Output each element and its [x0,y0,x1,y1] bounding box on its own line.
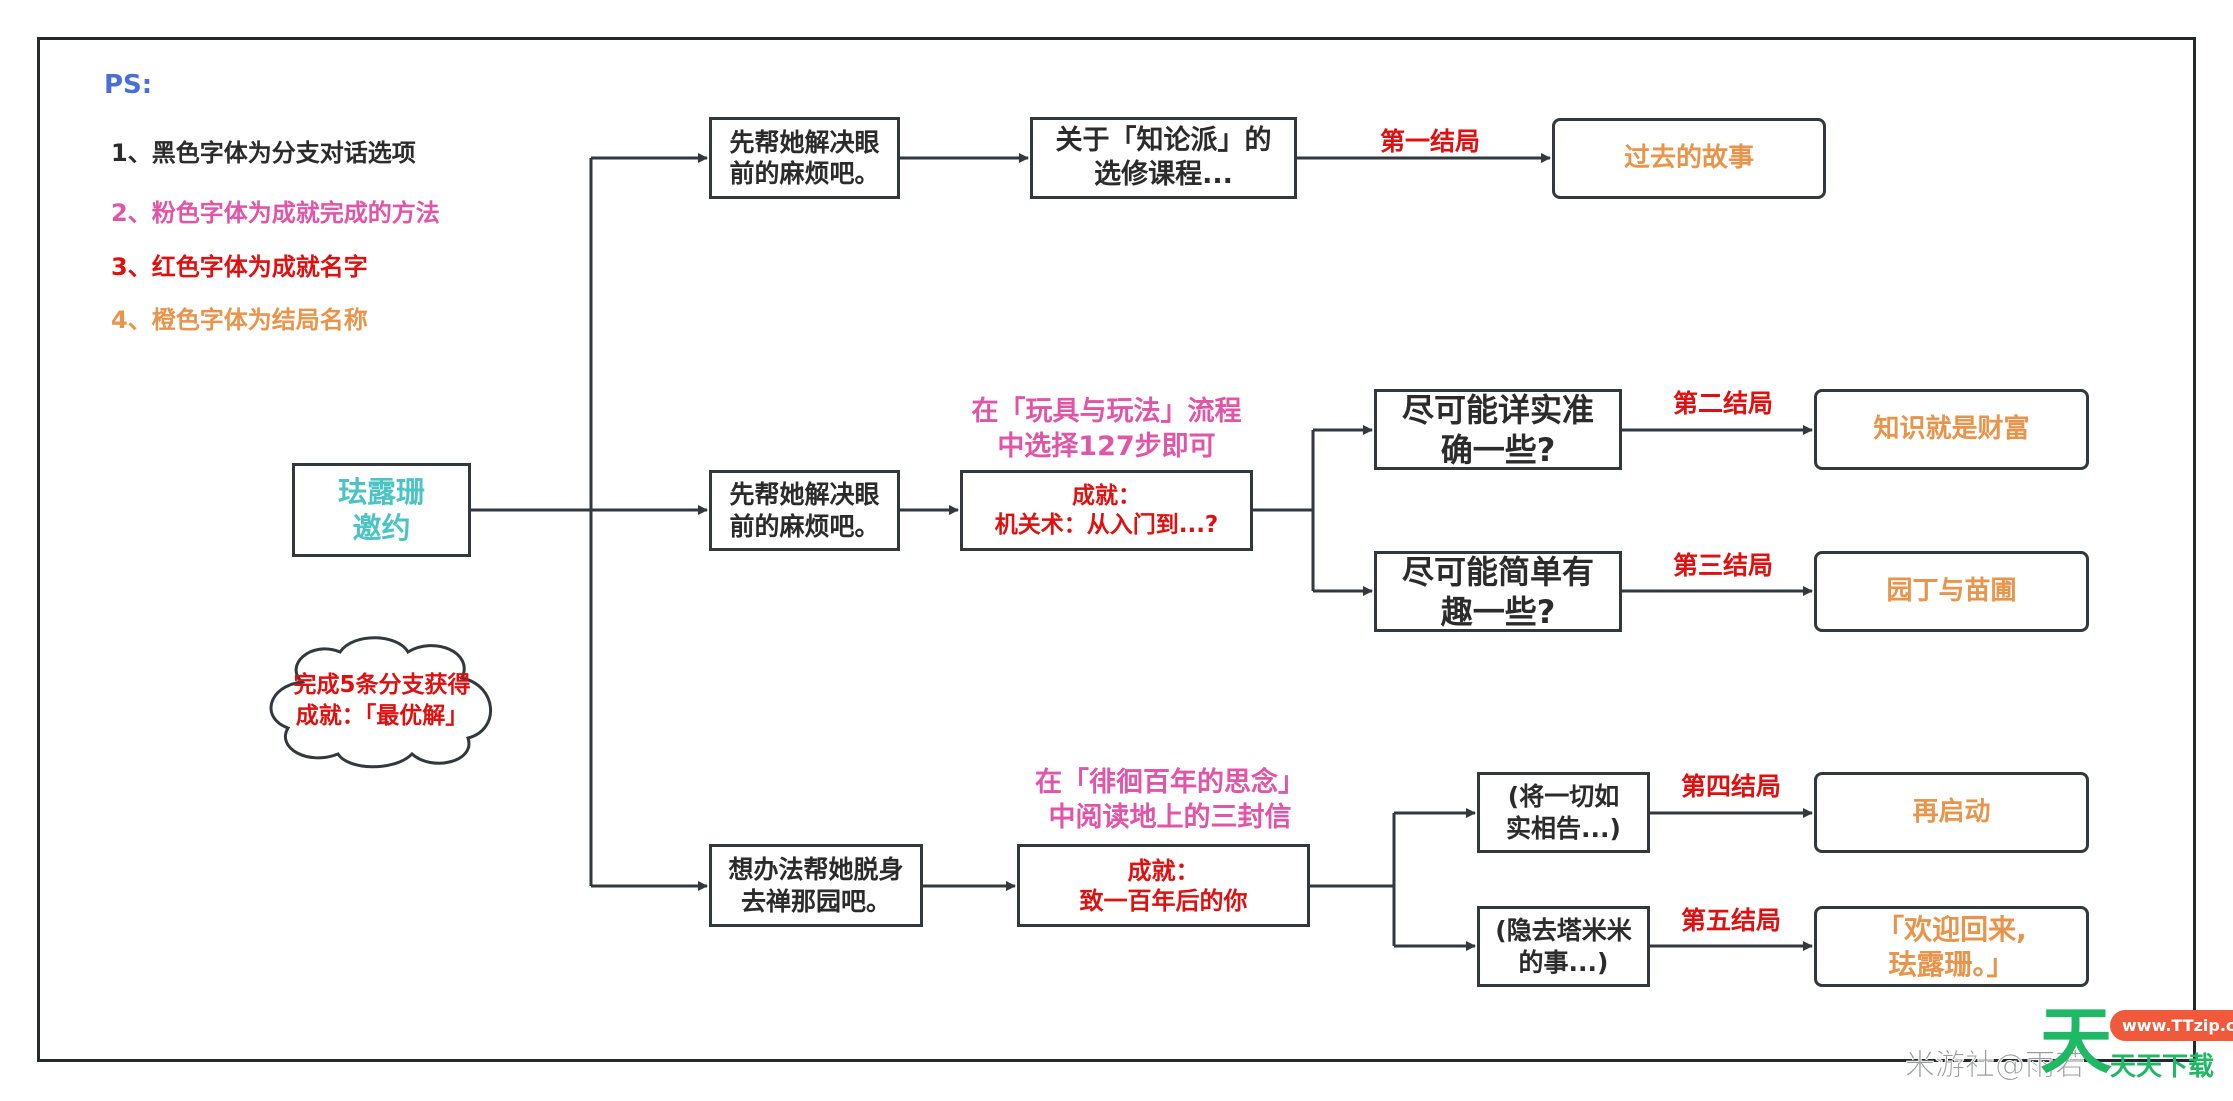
ending5-name-line1: 「欢迎回来, [1876,912,2027,946]
branch1-choice-line2: 前的麻烦吧。 [729,159,880,188]
ending4-label: 第四结局 [1681,772,1782,801]
branch2-sub-b-line2: 趣一些? [1440,592,1556,631]
branch2-hint-line1: 在「玩具与玩法」流程 [971,396,1242,427]
ending4-name: 再启动 [1912,797,1991,828]
legend-title: PS: [104,70,153,100]
cloud-shape [269,636,493,769]
legend-item-red: 3、红色字体为成就名字 [111,253,368,281]
branch3-sub-a-choice: (将一切如实相告...) [1477,772,1650,853]
branch2-hint-line2: 中选择127步即可 [997,431,1216,463]
ending5-name-line2: 珐露珊。」 [1888,947,2015,981]
branch3-sub-a-line2: 实相告...) [1506,813,1621,843]
ending1-box: 过去的故事 [1552,118,1826,199]
branch3-choice-line2: 去禅那园吧。 [740,886,891,916]
branch3-hint-line2: 中阅读地上的三封信 [1048,802,1292,834]
ending5-label: 第五结局 [1681,906,1782,935]
branch1-choice: 先帮她解决眼前的麻烦吧。 [709,117,900,199]
branch3-hint: 在「徘徊百年的思念」 中阅读地上的三封信 [1017,765,1323,835]
branch3-sub-a-line1: (将一切如 [1507,782,1620,812]
branch2-choice-line2: 前的麻烦吧。 [729,511,880,541]
ending2-label: 第二结局 [1673,389,1774,418]
branch3-choice: 想办法帮她脱身去禅那园吧。 [709,844,923,927]
branch1-next-choice: 关于「知论派」的选修课程... [1030,117,1297,199]
watermark-url-badge: www.TTzip.com [2110,1010,2233,1041]
start-node: 珐露珊邀约 [292,463,471,557]
branch3-achievement: 成就：致一百年后的你 [1017,844,1310,927]
start-line1: 珐露珊 [337,474,425,509]
branch2-sub-a-choice: 尽可能详实准确一些? [1374,389,1622,470]
branch2-hint: 在「玩具与玩法」流程 中选择127步即可 [960,394,1253,464]
cloud-line2: 成就：「最优解」 [295,703,469,730]
branch3-sub-b-line2: 的事...) [1518,947,1609,977]
ending1-name: 过去的故事 [1623,143,1754,174]
watermark-source: 米游社@雨若 [1905,1048,2086,1084]
watermark-logo-text: 天天下载 [2110,1052,2215,1082]
legend-item-orange: 4、橙色字体为结局名称 [111,306,368,334]
branch2-ach-line1: 成就： [1072,482,1141,509]
branch2-ach-line2: 机关术：从入门到...? [994,511,1219,538]
cloud-note: 完成5条分支获得 成就：「最优解」 [262,670,502,732]
branch2-sub-a-line2: 确一些? [1440,430,1556,469]
branch3-choice-line1: 想办法帮她脱身 [728,855,904,885]
branch1-next-line1: 关于「知论派」的 [1055,125,1272,157]
branch2-choice-line1: 先帮她解决眼 [729,480,880,510]
ending2-name: 知识就是财富 [1873,414,2030,445]
start-line2: 邀约 [352,511,411,545]
ending3-box: 园丁与苗圃 [1814,551,2089,632]
legend-item-pink: 2、粉色字体为成就完成的方法 [111,199,440,227]
branch2-sub-b-line1: 尽可能简单有 [1401,552,1594,591]
branch1-choice-line1: 先帮她解决眼 [729,127,880,157]
branch2-sub-b-choice: 尽可能简单有趣一些? [1374,551,1622,632]
branch3-sub-b-choice: (隐去塔米米的事...) [1477,906,1650,987]
ending4-box: 再启动 [1814,772,2089,853]
branch3-ach-line1: 成就： [1127,856,1200,885]
watermark-logo-icon: 天 [2040,999,2113,1083]
ending3-name: 园丁与苗圃 [1886,576,2017,607]
branch3-hint-line1: 在「徘徊百年的思念」 [1035,767,1305,798]
ending3-label: 第三结局 [1673,551,1774,580]
cloud-line1: 完成5条分支获得 [293,672,471,698]
ending1-label: 第一结局 [1380,127,1481,156]
branch3-sub-b-line1: (隐去塔米米 [1495,916,1632,946]
legend-item-black: 1、黑色字体为分支对话选项 [111,139,416,167]
branch2-achievement: 成就：机关术：从入门到...? [960,470,1253,551]
branch2-sub-a-line1: 尽可能详实准 [1401,390,1594,429]
ending2-box: 知识就是财富 [1814,389,2089,470]
branch3-ach-line2: 致一百年后的你 [1079,886,1248,915]
diagram-frame [37,37,2196,1062]
branch2-choice: 先帮她解决眼前的麻烦吧。 [709,470,900,551]
branch1-next-line2: 选修课程... [1094,159,1233,190]
ending5-box: 「欢迎回来,珐露珊。」 [1814,906,2089,987]
